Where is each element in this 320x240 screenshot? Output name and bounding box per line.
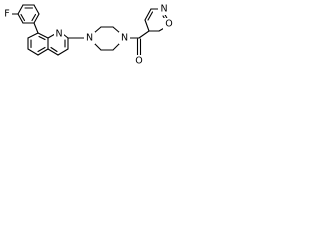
bond (144, 8, 152, 21)
atom-label-quinoline-nitrogen: N (54, 28, 64, 40)
isoxazole-ring (144, 8, 169, 32)
double-bond-inner (31, 13, 37, 22)
piperazine-ring (93, 26, 121, 51)
quinoline-nitrogen-label: N (55, 29, 62, 40)
fluorophenyl-ring (17, 4, 40, 24)
carbonyl-isoxazole-bond (138, 30, 150, 39)
bond (37, 32, 49, 39)
bond (47, 48, 59, 56)
bond (93, 42, 102, 51)
bond (47, 33, 56, 39)
double-bond-inner (38, 35, 46, 41)
bond (17, 4, 24, 15)
atom-label-fluorine: F (2, 8, 12, 20)
double-bond-inner (147, 11, 154, 21)
double-bond-inner (37, 46, 46, 53)
fluorine-label: F (4, 9, 9, 20)
bond (37, 48, 49, 56)
bond (93, 26, 102, 34)
atom-label-piperazine-nitrogen-1: N (84, 32, 95, 44)
bond (33, 4, 40, 15)
biaryl-bond (33, 22, 39, 34)
atom-label-isoxazole-oxygen: O (163, 18, 175, 30)
atom-label-isoxazole-nitrogen: N (158, 3, 170, 15)
atom-label-piperazine-nitrogen-4: N (119, 32, 130, 44)
bond (112, 42, 121, 51)
bond (27, 48, 39, 56)
bond (57, 48, 69, 56)
bond (144, 19, 150, 32)
bond (112, 26, 121, 34)
quinoline-benzo-ring (27, 32, 49, 56)
quinoline-pyridine-ring (47, 33, 69, 56)
molecule-structure-diagram: F N N N O N O (2, 3, 175, 67)
isoxazole-oxygen-label: O (165, 19, 172, 30)
bond (27, 32, 39, 39)
carbonyl-oxygen-label: O (135, 56, 142, 67)
bond (17, 13, 24, 24)
atom-label-carbonyl-oxygen: O (133, 55, 145, 67)
double-bond-inner (50, 46, 58, 53)
double-bond-inner (20, 13, 26, 22)
bond (33, 13, 40, 24)
piperazine-nitrogen-4-label: N (121, 33, 128, 44)
isoxazole-nitrogen-label: N (160, 4, 167, 15)
piperazine-nitrogen-1-label: N (86, 33, 93, 44)
